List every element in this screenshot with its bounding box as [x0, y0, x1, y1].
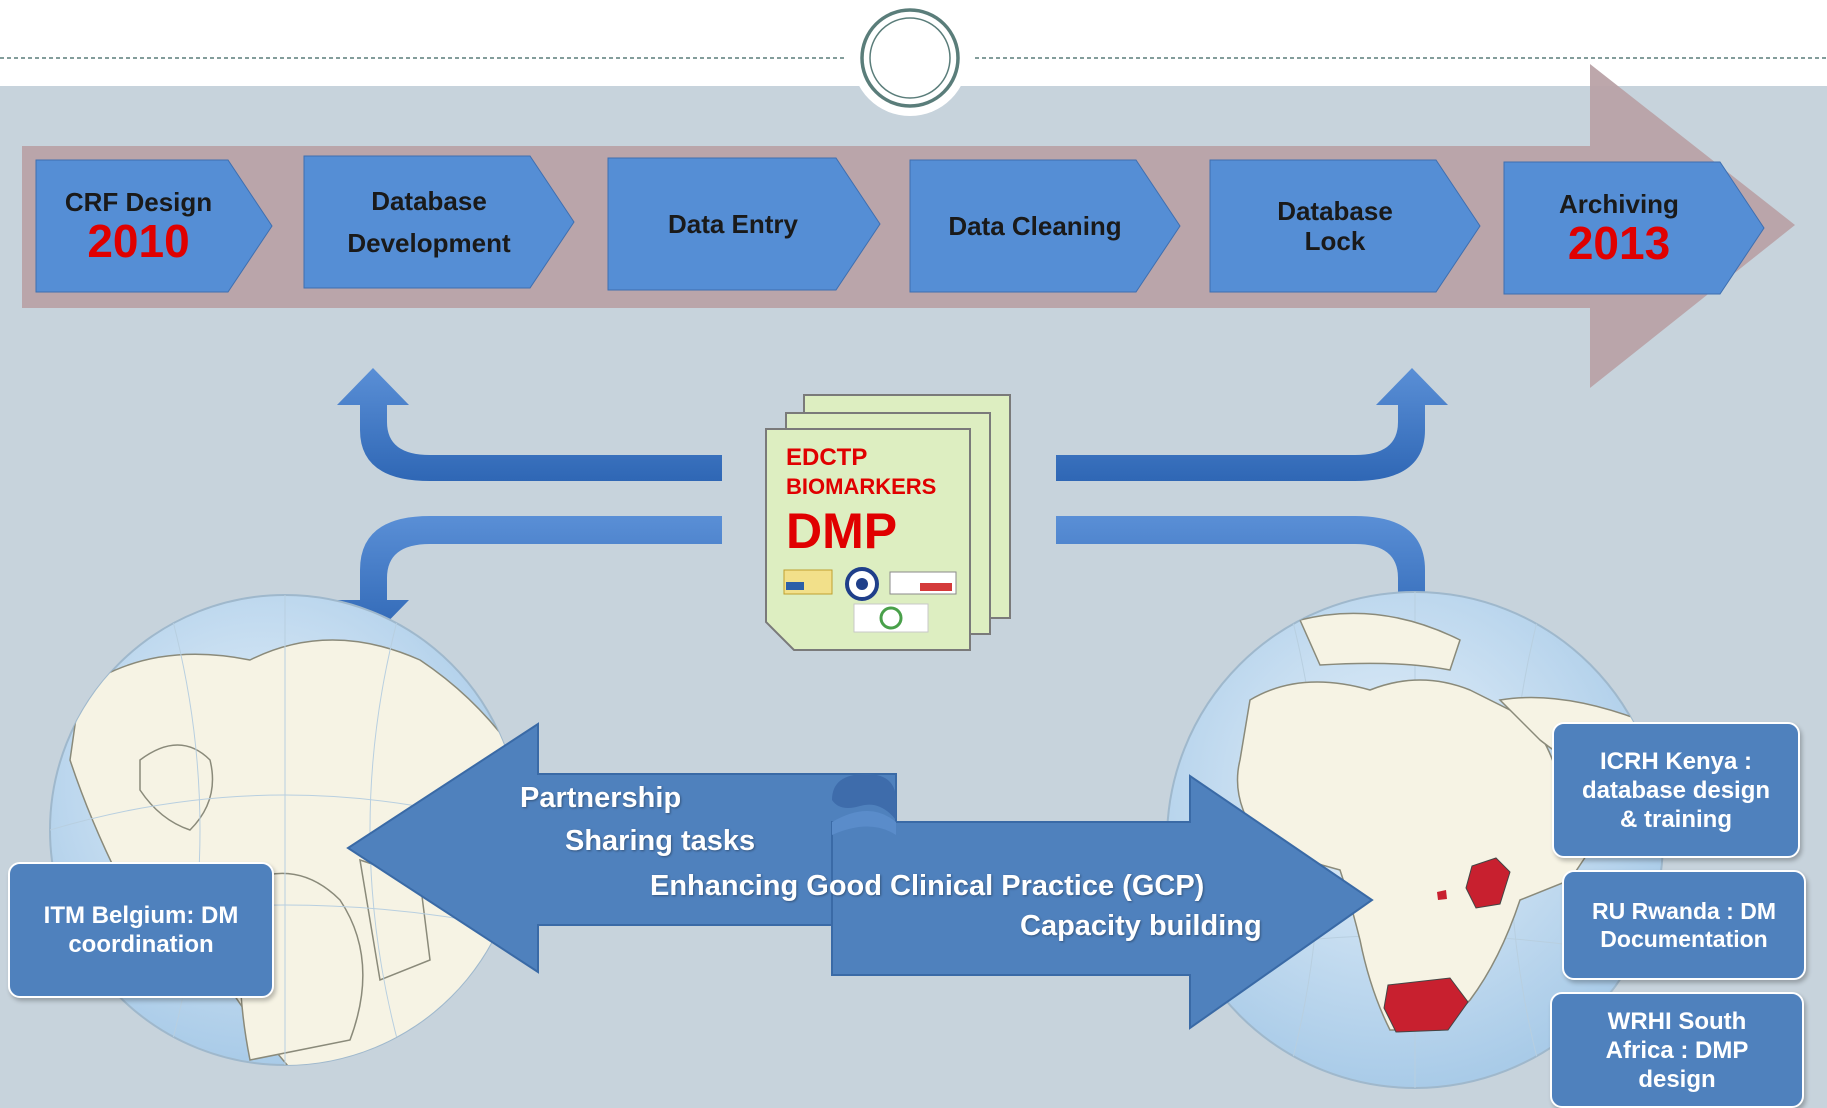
- step-database-development: Database Development: [304, 156, 554, 288]
- step-label: Database Lock: [1277, 196, 1393, 256]
- band-scroll-curl: [832, 774, 896, 820]
- site-label-rwanda: RU Rwanda : DM Documentation: [1592, 898, 1776, 952]
- step-archiving: Archiving 2013: [1504, 162, 1734, 294]
- site-label-south-africa: WRHI South Africa : DMP design: [1605, 1007, 1749, 1093]
- curved-arrow-up-right: [1056, 368, 1448, 481]
- curved-arrow-down-left: [337, 516, 722, 637]
- step-label: Data Entry: [667, 209, 799, 239]
- step-shape-archiving: [1503, 161, 1765, 295]
- step-year: 2013: [1567, 217, 1671, 269]
- band-line-gcp: Enhancing Good Clinical Practice (GCP): [650, 870, 1205, 902]
- curved-arrow-up-left: [337, 368, 722, 481]
- step-label: Database Development: [347, 186, 511, 258]
- step-label: CRF Design: [64, 187, 213, 217]
- timeline-arrow: [22, 64, 1795, 388]
- south-africa-highlight: [1383, 977, 1469, 1033]
- curved-arrows-left: [337, 368, 722, 637]
- step-database-lock: Database Lock: [1210, 160, 1460, 292]
- step-label: Archiving: [1559, 189, 1679, 219]
- document-line-2: BIOMARKERS: [786, 474, 937, 499]
- kenya-highlight: [1465, 857, 1511, 909]
- step-data-cleaning: Data Cleaning: [910, 160, 1160, 292]
- header-decoration: [0, 0, 1827, 116]
- document-line-3: DMP: [786, 503, 898, 559]
- step-shape-data-cleaning: [909, 159, 1181, 293]
- band-arrow-left: [346, 722, 897, 974]
- band-line-capacity-building: Capacity building: [1020, 910, 1262, 942]
- step-crf-design: CRF Design 2010: [36, 160, 241, 292]
- step-shape-database-development: [303, 155, 575, 289]
- step-year: 2010: [87, 215, 190, 267]
- site-box-belgium: ITM Belgium: DM coordination: [8, 862, 274, 998]
- partnership-band: [346, 722, 1374, 1030]
- step-shape-data-entry: [607, 157, 881, 291]
- site-box-kenya: ICRH Kenya : database design & training: [1552, 722, 1800, 858]
- site-label-belgium: ITM Belgium: DM coordination: [43, 902, 239, 958]
- step-label: Data Cleaning: [948, 211, 1122, 241]
- band-line-sharing-tasks: Sharing tasks: [565, 825, 756, 857]
- timeline-steps: [35, 155, 1765, 295]
- band-arrow-right: [831, 774, 1374, 1030]
- site-box-south-africa: WRHI South Africa : DMP design: [1550, 992, 1804, 1108]
- rwanda-highlight: [1437, 890, 1447, 900]
- step-data-entry: Data Entry: [608, 158, 858, 290]
- globe-africa: [1166, 591, 1664, 1089]
- site-label-kenya: ICRH Kenya : database design & training: [1581, 747, 1771, 833]
- step-shape-database-lock: [1209, 159, 1481, 293]
- step-shape-crf-design: [35, 159, 273, 293]
- band-line-partnership: Partnership: [520, 782, 682, 814]
- document-line-1: EDCTP: [786, 444, 868, 471]
- dmp-document-stack: [765, 394, 1011, 651]
- site-box-rwanda: RU Rwanda : DM Documentation: [1562, 870, 1806, 980]
